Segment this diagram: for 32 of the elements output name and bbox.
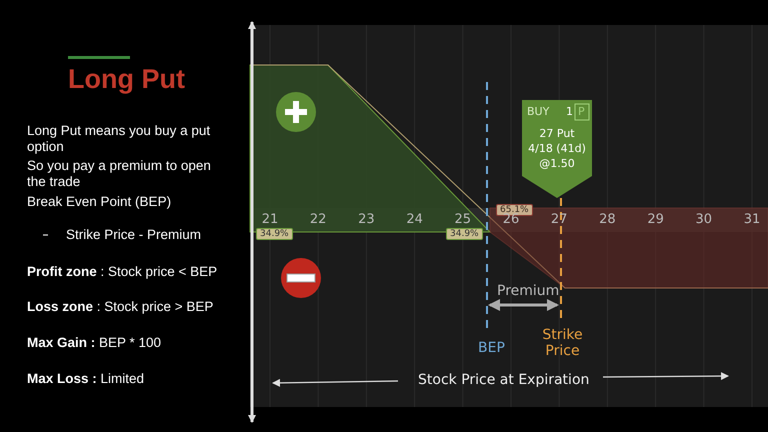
dimension-label: Premium <box>497 283 560 300</box>
loss-zone-text: Loss zone : Stock price > BEP <box>27 299 214 315</box>
quantity-label: 1 <box>566 106 573 119</box>
max-gain-text: Max Gain : BEP * 100 <box>27 335 162 351</box>
tick-label: 21 <box>260 213 280 228</box>
tick-label: 23 <box>357 213 376 228</box>
tick-label: 24 <box>405 213 424 228</box>
tick-label: 27 <box>550 213 568 228</box>
axis-title: Stock Price at Expiration <box>418 372 590 388</box>
description-text: So you pay a premium to open the trade <box>27 158 212 190</box>
title: Long Put <box>68 64 185 96</box>
probability-badge: 34.9% <box>256 228 293 240</box>
tick-label: 30 <box>694 213 714 228</box>
breakeven-label: BEP <box>478 340 505 356</box>
max-loss-text: Max Loss : Limited <box>27 371 146 387</box>
strike-price-label: Strike Price <box>541 327 584 360</box>
tick-label: 28 <box>598 213 617 228</box>
price-label: @1.50 <box>538 158 576 171</box>
probability-badge: 34.9% <box>446 228 483 240</box>
bullet-text: Strike Price - Premium <box>66 227 202 243</box>
option-type-label: P <box>578 106 585 119</box>
expiry-label: 4/18 (41d) <box>527 143 587 156</box>
tick-label: 31 <box>742 213 762 228</box>
option-label: 27 Put <box>538 128 576 141</box>
tick-label: 25 <box>454 213 472 228</box>
tick-label: 29 <box>646 213 665 228</box>
description-text: Break Even Point (BEP) <box>27 194 172 210</box>
description-text: Long Put means you buy a put option <box>27 123 212 154</box>
profit-zone-text: Profit zone : Stock price < BEP <box>27 264 218 280</box>
tick-label: 22 <box>308 213 328 228</box>
trade-action-label: BUY <box>527 106 550 119</box>
probability-badge: 65.1% <box>496 204 533 216</box>
